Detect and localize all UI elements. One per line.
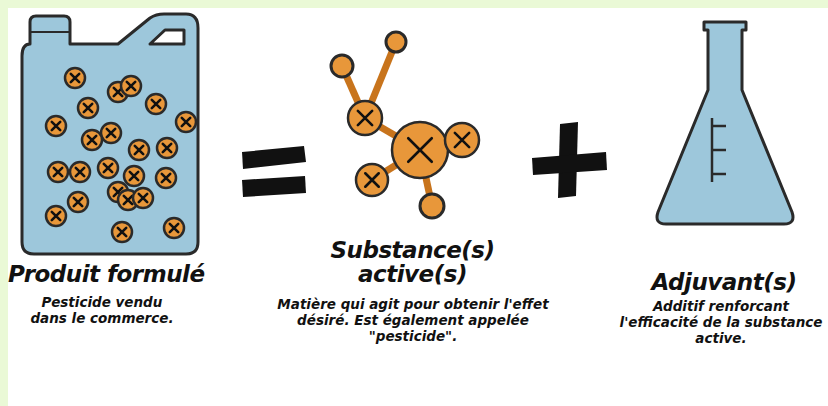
jerrycan [22, 14, 198, 254]
part-heading: Produit formulé [8, 262, 238, 286]
molecule [331, 32, 462, 218]
part-heading: Adjuvant(s) [624, 270, 824, 294]
equals-sign [242, 146, 306, 197]
jerrycan-particles [46, 68, 196, 242]
part-description: Additif renforcant l'efficacité de la su… [618, 298, 824, 347]
molecule-atoms [348, 101, 479, 196]
part-heading: Substance(s) active(s) [300, 238, 525, 286]
part-description: Matière qui agit pour obtenir l'effet dé… [268, 296, 558, 345]
part-description: Pesticide vendu dans le commerce. [22, 294, 182, 326]
plus-sign [532, 122, 607, 198]
flask [657, 22, 793, 224]
